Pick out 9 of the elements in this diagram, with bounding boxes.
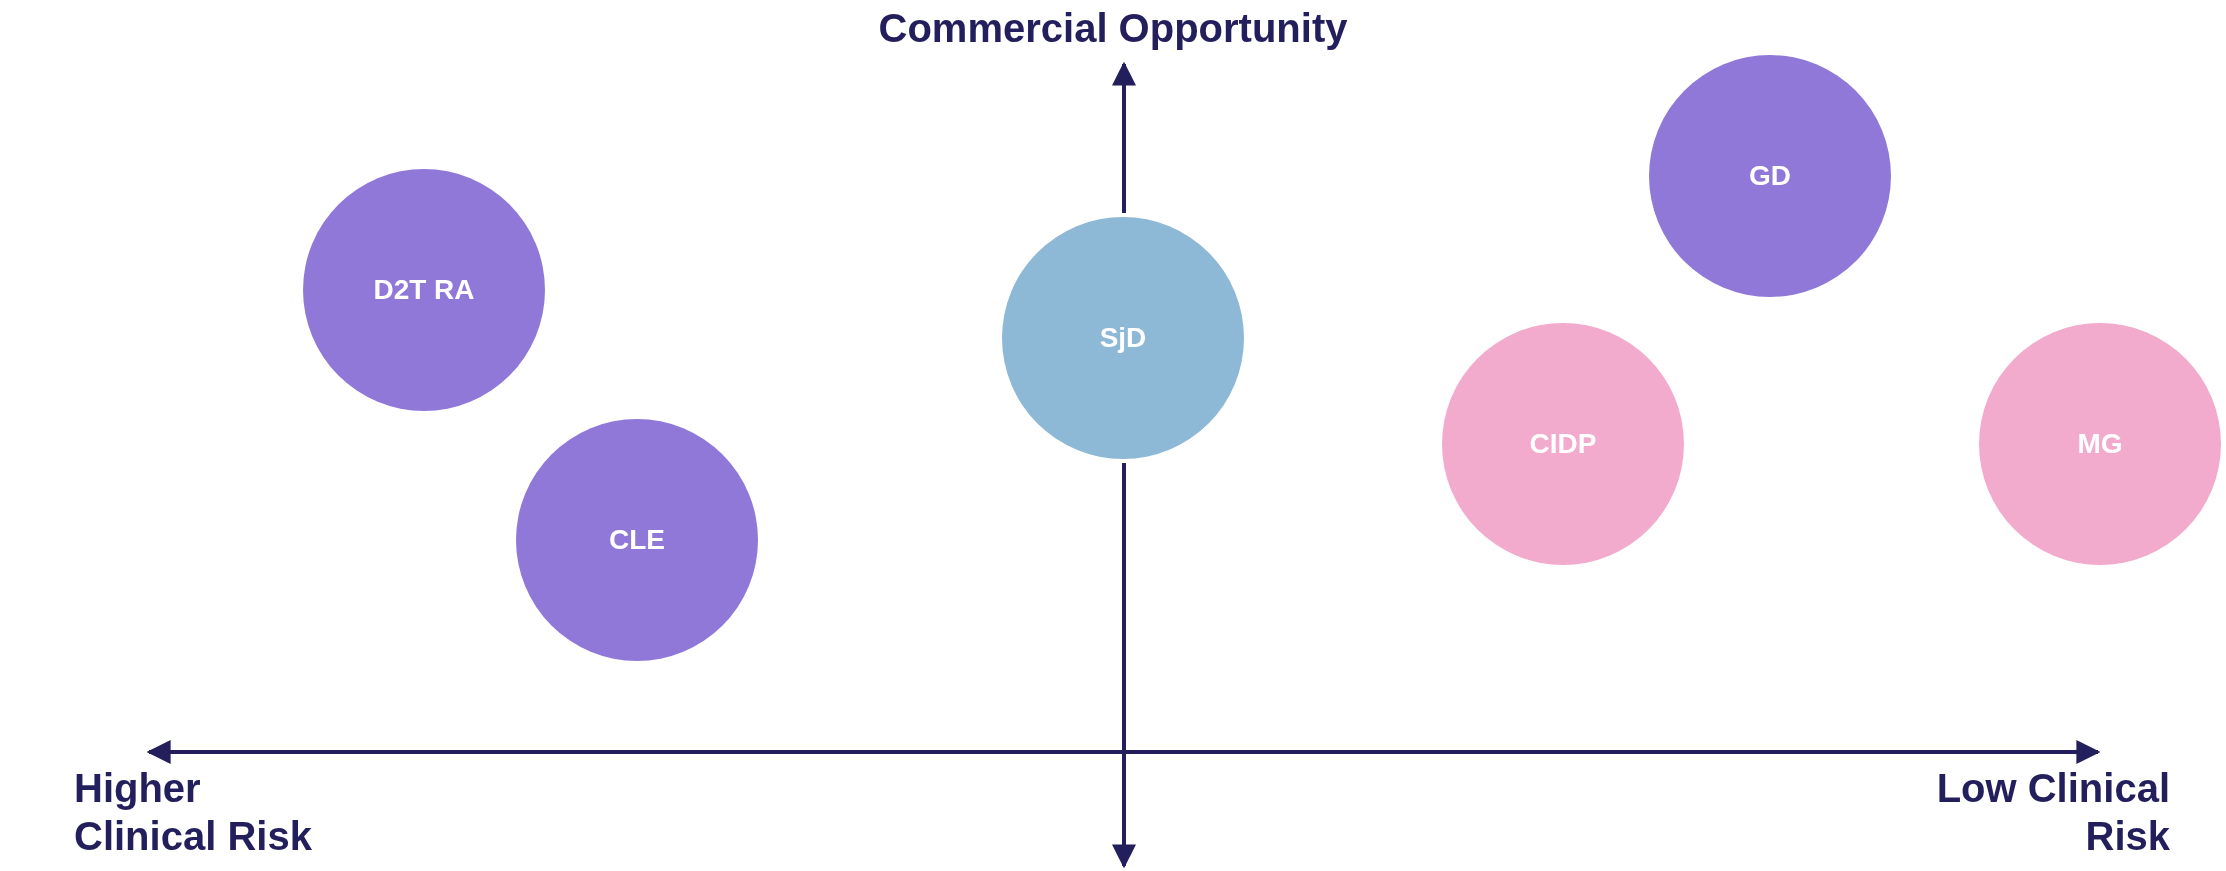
bubble-label: MG <box>2077 428 2123 460</box>
axis-label: Commercial Opportunity <box>878 5 1348 52</box>
bubble-label: D2T RA <box>373 274 475 306</box>
bubble-label: SjD <box>1099 322 1147 354</box>
axis-label: Low Clinical Risk <box>1935 765 2170 860</box>
bubble-label: GD <box>1749 160 1791 192</box>
bubble-label: CIDP <box>1529 428 1597 460</box>
bubble-label: CLE <box>609 524 665 556</box>
axis-label: Higher Clinical Risk <box>74 765 313 860</box>
